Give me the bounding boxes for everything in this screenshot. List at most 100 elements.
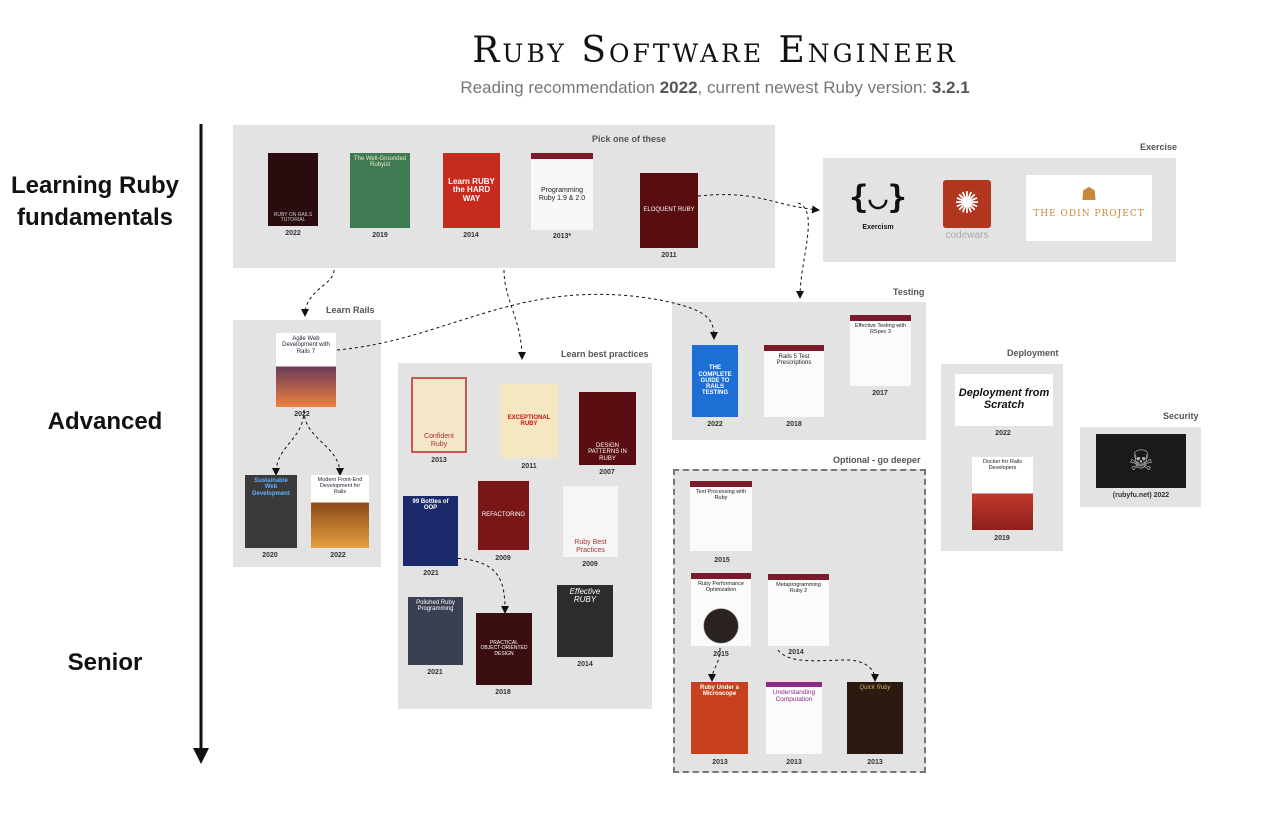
link-rails-sustainable [272, 409, 305, 476]
book-cover-programming-ruby[interactable]: Programming Ruby 1.9 & 2.0 [531, 153, 593, 230]
book-title-well-grounded: The Well-Grounded Rubyist [353, 156, 407, 169]
book-year-quick-ruby: 2013 [867, 759, 883, 766]
link-to-best-practices [503, 269, 526, 360]
book-cover-ror-tutorial[interactable]: RUBY ON RAILS TUTORIAL [268, 153, 318, 226]
book-year-metaprogramming: 2014 [788, 649, 804, 656]
book-cover-text-processing[interactable]: Text Processing with Ruby [690, 481, 752, 551]
panel-label-rails: Learn Rails [326, 305, 375, 315]
link-bottles-poodr [451, 557, 509, 614]
book-title-programming-ruby: Programming Ruby 1.9 & 2.0 [538, 187, 586, 202]
book-title-performance: Ruby Performance Optimization [698, 581, 744, 593]
rubyfu-caption: (rubyfu.net) 2022 [1112, 492, 1170, 499]
link-to-rails [301, 269, 335, 317]
book-cover-refactoring[interactable]: REFACTORING [478, 481, 529, 550]
book-cover-poodr[interactable]: PRACTICAL OBJECT-ORIENTED DESIGN [476, 613, 532, 685]
book-title-deploy-scratch: Deployment from Scratch [958, 387, 1050, 411]
panel-label-fundamentals: Pick one of these [592, 134, 667, 144]
book-cover-quick-ruby[interactable]: Quick Ruby [847, 682, 903, 754]
book-year-confident: 2013 [431, 457, 447, 464]
codewars-card[interactable]: ✺ codewars [938, 180, 996, 245]
book-year-refactoring: 2009 [495, 555, 511, 562]
book-year-rails5-tests: 2018 [786, 421, 802, 428]
book-title-bottles: 99 Bottles of OOP [412, 499, 449, 512]
codewars-label: codewars [945, 230, 989, 241]
book-year-frontend-rails: 2022 [330, 552, 346, 559]
book-year-ror-tutorial: 2022 [285, 230, 301, 237]
book-title-refactoring: REFACTORING [481, 512, 526, 519]
book-title-design-patterns: DESIGN PATTERNS IN RUBY [588, 443, 627, 462]
book-cover-eloquent[interactable]: ELOQUENT RUBY [640, 173, 698, 248]
panel-label-best-practices: Learn best practices [561, 349, 649, 359]
book-cover-polished[interactable]: Polished Ruby Programming [408, 597, 463, 665]
book-cover-agile-rails[interactable]: Agile Web Development with Rails 7 [276, 333, 336, 407]
book-title-hard-way: Learn RUBY the HARD WAY [448, 176, 495, 203]
book-cover-rails-testing[interactable]: THE COMPLETE GUIDE TO RAILS TESTING [692, 345, 738, 417]
book-cover-hard-way[interactable]: Learn RUBY the HARD WAY [443, 153, 500, 228]
book-cover-bottles[interactable]: 99 Bottles of OOP [403, 496, 458, 566]
book-cover-frontend-rails[interactable]: Modern Front-End Development for Rails [311, 475, 369, 548]
book-year-design-patterns: 2007 [599, 469, 615, 476]
link-rails-frontend [303, 409, 344, 476]
book-year-agile-rails: 2022 [294, 411, 310, 418]
link-to-exercise [697, 194, 820, 214]
book-cover-sustainable[interactable]: Sustainable Web Development [245, 475, 297, 548]
book-title-best-practices: Ruby Best Practices [574, 539, 607, 554]
book-cover-confident[interactable]: Confident Ruby [411, 377, 467, 453]
book-year-best-practices: 2009 [582, 561, 598, 568]
rubyfu-ninja-icon: ☠ [1128, 444, 1154, 477]
book-title-text-processing: Text Processing with Ruby [695, 489, 747, 501]
book-title-frontend-rails: Modern Front-End Development for Rails [317, 477, 363, 495]
book-year-hard-way: 2014 [463, 232, 479, 239]
book-year-poodr: 2018 [495, 689, 511, 696]
book-title-metaprogramming: Metaprogramming Ruby 2 [776, 582, 821, 594]
book-cover-effective-testing[interactable]: Effective Testing with RSpec 3 [850, 315, 911, 386]
odin-viking-icon: ☗ [1080, 184, 1098, 205]
book-year-programming-ruby: 2013* [552, 233, 572, 240]
exercism-icon: {◡} [849, 178, 907, 216]
page-title: Ruby Software Engineer [472, 30, 958, 71]
book-cover-microscope[interactable]: Ruby Under a Microscope [691, 682, 748, 754]
exercism-card[interactable]: {◡} Exercism [843, 170, 913, 240]
book-cover-well-grounded[interactable]: The Well-Grounded Rubyist [350, 153, 410, 228]
book-cover-exceptional[interactable]: EXCEPTIONAL RUBY [500, 384, 558, 458]
odin-label: THE ODIN PROJECT [1033, 209, 1145, 219]
timeline-arrowhead [193, 748, 209, 764]
book-cover-performance[interactable]: Ruby Performance Optimization [691, 573, 751, 646]
book-title-exceptional: EXCEPTIONAL RUBY [507, 414, 551, 427]
book-title-agile-rails: Agile Web Development with Rails 7 [282, 336, 330, 355]
book-year-eloquent: 2011 [661, 252, 677, 259]
book-title-ror-tutorial: RUBY ON RAILS TUTORIAL [273, 211, 313, 223]
book-cover-docker-rails[interactable]: Docker for Rails Developers [972, 457, 1033, 530]
panel-label-optional: Optional - go deeper [833, 455, 921, 465]
book-year-text-processing: 2015 [714, 557, 730, 564]
book-cover-deploy-scratch[interactable]: Deployment from Scratch [955, 374, 1053, 426]
book-cover-effective[interactable]: Effective RUBY [557, 585, 613, 657]
book-year-sustainable: 2020 [262, 552, 278, 559]
panel-label-security: Security [1163, 411, 1199, 421]
book-cover-rails5-tests[interactable]: Rails 5 Test Prescriptions [764, 345, 824, 417]
rubyfu-cover[interactable]: ☠ [1096, 434, 1186, 488]
book-title-rails-testing: THE COMPLETE GUIDE TO RAILS TESTING [698, 365, 732, 397]
book-cover-best-practices[interactable]: Ruby Best Practices [563, 486, 618, 557]
book-cover-design-patterns[interactable]: DESIGN PATTERNS IN RUBY [579, 392, 636, 465]
book-title-effective: Effective RUBY [569, 587, 601, 605]
book-year-deploy-scratch: 2022 [995, 430, 1011, 437]
book-title-eloquent: ELOQUENT RUBY [643, 207, 695, 214]
book-title-sustainable: Sustainable Web Development [252, 478, 290, 497]
book-year-computation: 2013 [786, 759, 802, 766]
link-rails-to-testing [336, 293, 718, 351]
odin-project-card[interactable]: ☗ THE ODIN PROJECT [1026, 175, 1152, 241]
link-metaprogramming-quick [777, 649, 879, 682]
book-year-exceptional: 2011 [521, 463, 537, 470]
codewars-icon: ✺ [943, 180, 991, 228]
book-title-microscope: Ruby Under a Microscope [699, 685, 739, 698]
book-title-effective-testing: Effective Testing with RSpec 3 [854, 323, 907, 335]
book-cover-metaprogramming[interactable]: Metaprogramming Ruby 2 [768, 574, 829, 646]
panel-label-deployment: Deployment [1007, 348, 1059, 358]
exercism-label: Exercism [862, 224, 894, 231]
book-year-polished: 2021 [427, 669, 443, 676]
book-year-well-grounded: 2019 [372, 232, 388, 239]
book-title-computation: Understanding Computation [772, 689, 816, 703]
level-advanced: Advanced [47, 408, 163, 435]
book-cover-computation[interactable]: Understanding Computation [766, 682, 822, 754]
